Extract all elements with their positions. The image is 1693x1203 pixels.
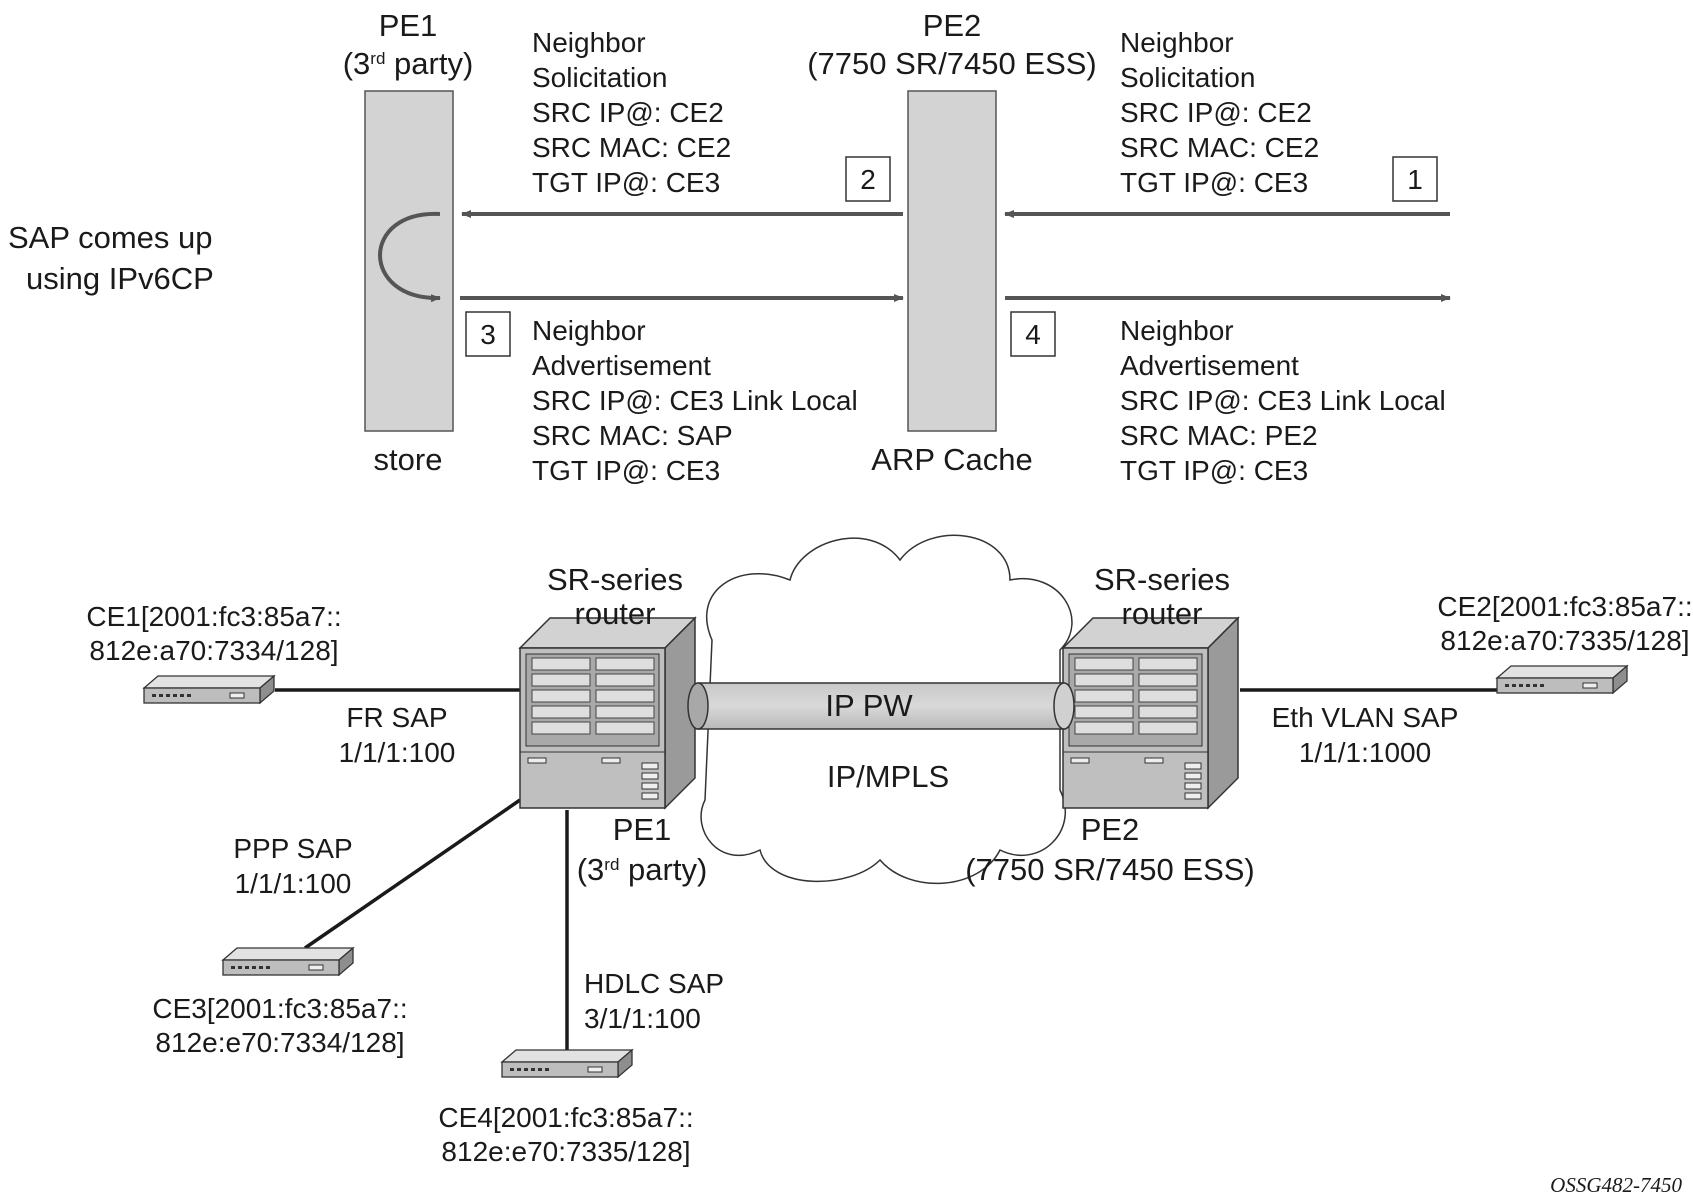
ce2-address-line-2: 812e:a70:7335/128]	[1440, 625, 1689, 656]
ip-pw-tunnel: IP PW	[687, 682, 1075, 730]
svg-text:3: 3	[480, 319, 496, 350]
eth-vlan-sap-id: 1/1/1:1000	[1299, 737, 1431, 768]
pe2-router-subtitle: (7750 SR/7450 ESS)	[965, 852, 1255, 887]
pe1-title: PE1	[379, 8, 438, 43]
step-2-badge: 2	[845, 156, 891, 202]
svg-text:Neighbor: Neighbor	[532, 315, 646, 346]
ip-pw-label: IP PW	[825, 688, 913, 723]
svg-text:2: 2	[860, 164, 876, 195]
pe2-router-icon	[1062, 617, 1239, 809]
svg-text:SRC MAC: SAP: SRC MAC: SAP	[532, 420, 733, 451]
sap-note-line-1: SAP comes up	[8, 220, 212, 255]
pe2-arp-cache-label: ARP Cache	[871, 442, 1032, 477]
svg-text:TGT IP@: CE3: TGT IP@: CE3	[532, 167, 720, 198]
sap-note-line-2: using IPv6CP	[26, 261, 214, 296]
svg-text:SRC IP@: CE2: SRC IP@: CE2	[532, 97, 724, 128]
pe1-router-name: PE1	[613, 812, 672, 847]
pe2-title: PE2	[923, 8, 982, 43]
hdlc-sap-label: HDLC SAP	[584, 968, 724, 999]
svg-text:Solicitation: Solicitation	[1120, 62, 1255, 93]
ppp-sap-link	[304, 798, 521, 950]
pe2-subtitle: (7750 SR/7450 ESS)	[807, 46, 1097, 81]
figure-id: OSSG482-7450	[1550, 1173, 1682, 1197]
svg-text:Advertisement: Advertisement	[532, 350, 711, 381]
svg-text:SRC IP@: CE3 Link Local: SRC IP@: CE3 Link Local	[532, 385, 858, 416]
pe2-router-name: PE2	[1081, 812, 1140, 847]
ce1-address-line-2: 812e:a70:7334/128]	[89, 635, 338, 666]
svg-text:TGT IP@: CE3: TGT IP@: CE3	[1120, 455, 1308, 486]
ce2-device-icon	[1496, 665, 1628, 694]
svg-text:Solicitation: Solicitation	[532, 62, 667, 93]
ce4-device-icon	[501, 1049, 633, 1078]
pe1-router-icon	[519, 617, 696, 809]
ce3-device-icon	[222, 947, 354, 976]
hdlc-sap-id: 3/1/1:100	[584, 1003, 701, 1034]
ce4-address-line-1: CE4[2001:fc3:85a7::	[438, 1102, 693, 1133]
step-3-message: Neighbor Advertisement SRC IP@: CE3 Link…	[532, 315, 858, 486]
svg-text:SRC MAC: PE2: SRC MAC: PE2	[1120, 420, 1318, 451]
svg-text:4: 4	[1025, 319, 1041, 350]
ppp-sap-label: PPP SAP	[233, 833, 352, 864]
svg-text:TGT IP@: CE3: TGT IP@: CE3	[532, 455, 720, 486]
step-4-badge: 4	[1010, 311, 1056, 357]
svg-text:Advertisement: Advertisement	[1120, 350, 1299, 381]
ce4-address-line-2: 812e:e70:7335/128]	[441, 1136, 690, 1167]
svg-text:SRC MAC: CE2: SRC MAC: CE2	[1120, 132, 1319, 163]
svg-text:SRC MAC: CE2: SRC MAC: CE2	[532, 132, 731, 163]
svg-text:SRC IP@: CE3 Link Local: SRC IP@: CE3 Link Local	[1120, 385, 1446, 416]
ppp-sap-id: 1/1/1:100	[235, 868, 352, 899]
step-3-badge: 3	[465, 311, 511, 357]
svg-text:1: 1	[1407, 164, 1423, 195]
cloud-label: IP/MPLS	[827, 759, 949, 794]
pe2-router-title-2: router	[1122, 596, 1203, 631]
step-2-message: Neighbor Solicitation SRC IP@: CE2 SRC M…	[532, 27, 731, 198]
pe2-lifeline-bar	[907, 90, 997, 432]
ce3-address-line-2: 812e:e70:7334/128]	[155, 1027, 404, 1058]
svg-text:Neighbor: Neighbor	[1120, 315, 1234, 346]
step-1-badge: 1	[1392, 156, 1438, 202]
pe1-store-label: store	[374, 442, 443, 477]
pe1-sequence-header: PE1 (3rd party)	[343, 8, 474, 81]
eth-vlan-sap-label: Eth VLAN SAP	[1272, 702, 1459, 733]
fr-sap-id: 1/1/1:100	[339, 737, 456, 768]
pe1-router-title-1: SR-series	[547, 562, 683, 597]
sap-note: SAP comes up using IPv6CP	[8, 220, 214, 296]
ce1-address-line-1: CE1[2001:fc3:85a7::	[86, 601, 341, 632]
step-1-message: Neighbor Solicitation SRC IP@: CE2 SRC M…	[1120, 27, 1319, 198]
step-4-message: Neighbor Advertisement SRC IP@: CE3 Link…	[1120, 315, 1446, 486]
ce1-device-icon	[143, 675, 275, 704]
ce3-address-line-1: CE3[2001:fc3:85a7::	[152, 993, 407, 1024]
pe1-router-subtitle: (3rd party)	[577, 852, 708, 887]
store-loop-arrow	[378, 211, 441, 303]
svg-text:SRC IP@: CE2: SRC IP@: CE2	[1120, 97, 1312, 128]
ce2-address-line-1: CE2[2001:fc3:85a7::	[1437, 591, 1692, 622]
pe2-router-title-1: SR-series	[1094, 562, 1230, 597]
fr-sap-label: FR SAP	[346, 702, 447, 733]
pe1-lifeline-bar	[364, 90, 454, 432]
pe1-subtitle: (3rd party)	[343, 46, 474, 81]
svg-text:Neighbor: Neighbor	[1120, 27, 1234, 58]
svg-text:Neighbor: Neighbor	[532, 27, 646, 58]
svg-text:TGT IP@: CE3: TGT IP@: CE3	[1120, 167, 1308, 198]
pe1-router-title-2: router	[575, 596, 656, 631]
